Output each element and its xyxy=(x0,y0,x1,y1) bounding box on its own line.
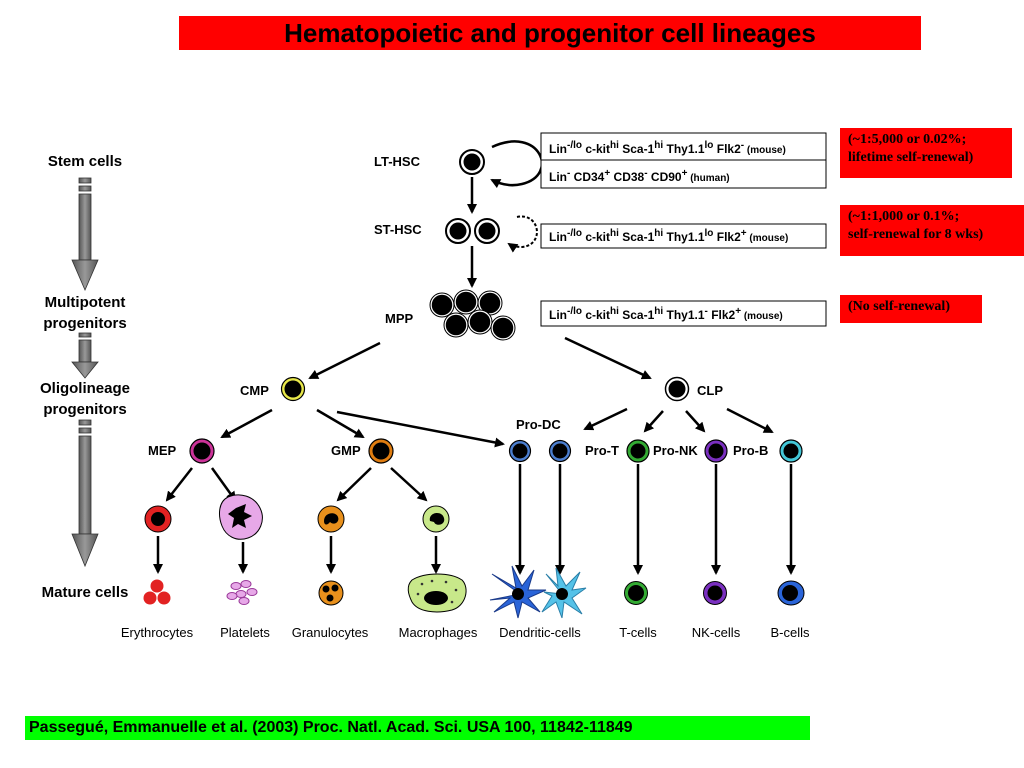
stage-stem-label: Stem cells xyxy=(48,153,122,170)
t-cells-label: T-cells xyxy=(619,625,657,640)
clp-to-pro-b-arrow xyxy=(726,407,774,434)
nk-cells-label: NK-cells xyxy=(692,625,741,640)
stage-mature-label: Mature cells xyxy=(42,584,129,601)
monocyte-cell xyxy=(422,505,450,533)
clp-to-pro-nk-arrow xyxy=(685,410,706,433)
title-bar: Hematopoietic and progenitor cell lineag… xyxy=(179,16,921,50)
lt-hsc-marker-box: Lin-/lo c-kithi Sca-1hi Thy1.1lo Flk2- (… xyxy=(540,132,827,189)
macrophages-label: Macrophages xyxy=(399,625,478,640)
nk-cells-cell xyxy=(703,581,727,605)
page-title: Hematopoietic and progenitor cell lineag… xyxy=(284,17,816,48)
pro-dc-cell-1 xyxy=(508,439,532,463)
st-hsc-marker-box: Lin-/lo c-kithi Sca-1hi Thy1.1lo Flk2+ (… xyxy=(540,223,827,249)
cmp-to-gmp-arrow xyxy=(316,408,365,439)
st-hsc-note: (~1:1,000 or 0.1%; self-renewal for 8 wk… xyxy=(840,205,1024,256)
st-hsc-cells xyxy=(445,218,500,244)
pro-dc-label: Pro-DC xyxy=(516,417,561,432)
pro-b-label: Pro-B xyxy=(733,443,768,458)
lt-hsc-cell xyxy=(459,149,485,175)
cmp-to-mep-arrow xyxy=(220,408,273,439)
mpp-note: (No self-renewal) xyxy=(840,295,982,323)
granulocytes-label: Granulocytes xyxy=(292,625,369,640)
clp-to-pro-dc-arrow xyxy=(583,407,628,431)
pro-b-cell xyxy=(779,439,803,463)
gmp-to-granulocyte-arrow xyxy=(336,467,372,502)
gmp-cell xyxy=(368,438,394,464)
lt-hsc-note-line-2: lifetime self-renewal) xyxy=(848,150,974,165)
mep-to-megakaryocyte-arrow xyxy=(210,467,237,502)
lt-hsc-self-renewal-arrow xyxy=(490,140,544,189)
erythroblast-cell xyxy=(144,505,172,533)
stage-arrow-2 xyxy=(71,332,99,379)
pro-nk-cell xyxy=(704,439,728,463)
mpp-cells xyxy=(429,289,516,341)
platelets-label: Platelets xyxy=(220,625,270,640)
b-cells-label: B-cells xyxy=(770,625,810,640)
mep-to-erythroid-arrow xyxy=(165,467,193,502)
pro-dc-cell-2 xyxy=(548,439,572,463)
stage-multipotent-label-1: Multipotent xyxy=(45,294,126,311)
st-hsc-mouse-markers: Lin-/lo c-kithi Sca-1hi Thy1.1lo Flk2+ (… xyxy=(549,228,788,244)
clp-cell xyxy=(664,376,690,402)
lt-hsc-note-line-1: (~1:5,000 or 0.02%; xyxy=(848,132,967,147)
stage-arrow-1 xyxy=(71,177,99,292)
megakaryocyte-cell xyxy=(219,494,263,540)
pro-t-label: Pro-T xyxy=(585,443,619,458)
mep-label: MEP xyxy=(148,443,177,458)
platelets-cell xyxy=(226,580,258,605)
t-cells-cell xyxy=(624,581,648,605)
stage-arrow-3 xyxy=(71,419,99,568)
clp-label: CLP xyxy=(697,383,723,398)
pro-nk-label: Pro-NK xyxy=(653,443,698,458)
cmp-to-pro-dc-arrow xyxy=(336,410,505,448)
granulocytes-cell xyxy=(318,580,344,606)
gmp-to-monocyte-arrow xyxy=(390,467,428,502)
erythrocytes-label: Erythrocytes xyxy=(121,625,194,640)
b-cells-cell xyxy=(777,580,805,606)
mep-cell xyxy=(189,438,215,464)
cmp-cell xyxy=(280,376,306,402)
dendritic-cell-1 xyxy=(489,565,547,619)
st-hsc-self-renewal-arrow xyxy=(507,215,538,253)
erythrocytes-cell xyxy=(143,579,171,605)
lt-hsc-note: (~1:5,000 or 0.02%; lifetime self-renewa… xyxy=(840,128,1012,178)
mpp-marker-box: Lin-/lo c-kithi Sca-1hi Thy1.1- Flk2+ (m… xyxy=(540,300,827,327)
granulocyte-precursor-cell xyxy=(317,505,345,533)
gmp-label: GMP xyxy=(331,443,361,458)
st-hsc-note-line-2: self-renewal for 8 wks) xyxy=(848,227,984,242)
lt-hsc-mouse-markers: Lin-/lo c-kithi Sca-1hi Thy1.1lo Flk2- (… xyxy=(549,140,786,156)
lt-hsc-label: LT-HSC xyxy=(374,154,421,169)
stage-multipotent-label-2: progenitors xyxy=(43,315,126,332)
stage-oligo-label-1: Oligolineage xyxy=(40,380,130,397)
citation: Passegué, Emmanuelle et al. (2003) Proc.… xyxy=(25,716,810,740)
mpp-mouse-markers: Lin-/lo c-kithi Sca-1hi Thy1.1- Flk2+ (m… xyxy=(549,306,783,322)
dendritic-cells-label: Dendritic-cells xyxy=(499,625,581,640)
st-hsc-note-line-1: (~1:1,000 or 0.1%; xyxy=(848,209,960,224)
mpp-to-cmp-arrow xyxy=(308,341,381,380)
stage-oligo-label-2: progenitors xyxy=(43,401,126,418)
mpp-note-line-1: (No self-renewal) xyxy=(848,299,950,314)
pro-t-cell xyxy=(626,439,650,463)
cmp-label: CMP xyxy=(240,383,269,398)
dendritic-cell-2 xyxy=(541,567,587,619)
mpp-label: MPP xyxy=(385,311,414,326)
clp-to-pro-t-arrow xyxy=(643,410,664,433)
st-hsc-label: ST-HSC xyxy=(374,222,422,237)
mpp-to-clp-arrow xyxy=(564,336,652,380)
macrophages-cell xyxy=(407,573,467,613)
